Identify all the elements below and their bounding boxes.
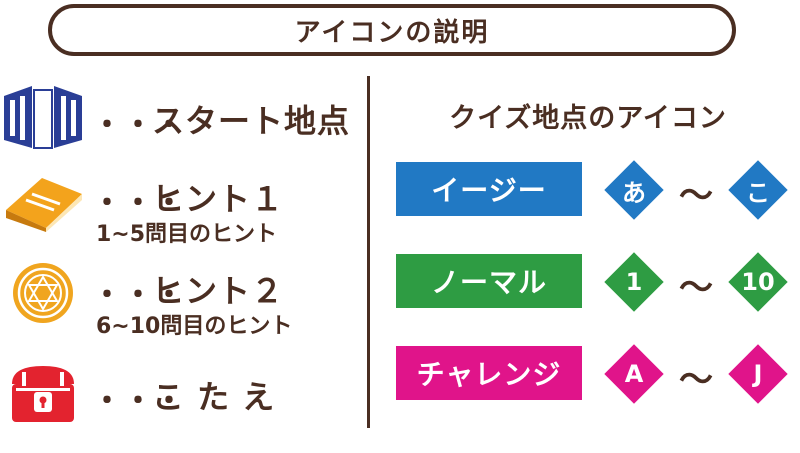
start-label: スタート地点 bbox=[152, 102, 351, 140]
column-divider bbox=[367, 76, 370, 428]
hint1-sub: 1~5問目のヒント bbox=[96, 222, 278, 247]
range-start-diamond: A bbox=[604, 344, 664, 404]
treasure-chest-icon bbox=[12, 366, 74, 422]
range-start-diamond: あ bbox=[604, 160, 664, 220]
door-icon bbox=[4, 86, 82, 149]
range-tilde: ～ bbox=[679, 268, 713, 308]
legend-answer: ・・・ こ た え bbox=[0, 356, 360, 436]
difficulty-label: ノーマル bbox=[396, 254, 582, 308]
range-tilde: ～ bbox=[679, 360, 713, 400]
dots: ・・・ bbox=[92, 278, 185, 313]
hint2-sub: 6~10問目のヒント bbox=[96, 314, 293, 339]
difficulty-row-normal: ノーマル 1 ～ 10 bbox=[392, 252, 792, 314]
book-icon bbox=[6, 178, 82, 232]
dots: ・・・ bbox=[92, 384, 185, 419]
range-end-diamond: こ bbox=[728, 160, 788, 220]
answer-label: こ た え bbox=[152, 378, 276, 416]
hint1-label: ヒント１ bbox=[152, 180, 285, 218]
magic-circle-icon bbox=[13, 263, 73, 323]
range-start-diamond: 1 bbox=[604, 252, 664, 312]
difficulty-row-challenge: チャレンジ A ～ J bbox=[392, 344, 792, 406]
legend-start: ・・・ スタート地点 bbox=[0, 78, 360, 158]
range-start: A bbox=[624, 360, 644, 388]
page-title: アイコンの説明 bbox=[294, 17, 490, 48]
range-tilde: ～ bbox=[679, 176, 713, 216]
range-end: 10 bbox=[741, 268, 775, 296]
range-end: J bbox=[753, 360, 763, 388]
difficulty-label: イージー bbox=[396, 162, 582, 216]
difficulty-label: チャレンジ bbox=[396, 346, 582, 400]
dots: ・・・ bbox=[92, 108, 185, 143]
range-end-diamond: J bbox=[728, 344, 788, 404]
range-end-diamond: 10 bbox=[728, 252, 788, 312]
range-start: あ bbox=[622, 178, 646, 207]
range-start: 1 bbox=[625, 268, 643, 296]
range-end: こ bbox=[746, 178, 770, 207]
quiz-icons-title: クイズ地点のアイコン bbox=[449, 103, 727, 134]
legend-hint1: ・・・ ヒント１ 1~5問目のヒント bbox=[0, 166, 360, 247]
hint2-label: ヒント２ bbox=[152, 272, 285, 310]
legend-hint2: ・・・ ヒント２ 6~10問目のヒント bbox=[0, 258, 360, 339]
title-box: アイコンの説明 bbox=[48, 4, 736, 56]
difficulty-row-easy: イージー あ ～ こ bbox=[392, 160, 792, 222]
dots: ・・・ bbox=[92, 186, 185, 221]
